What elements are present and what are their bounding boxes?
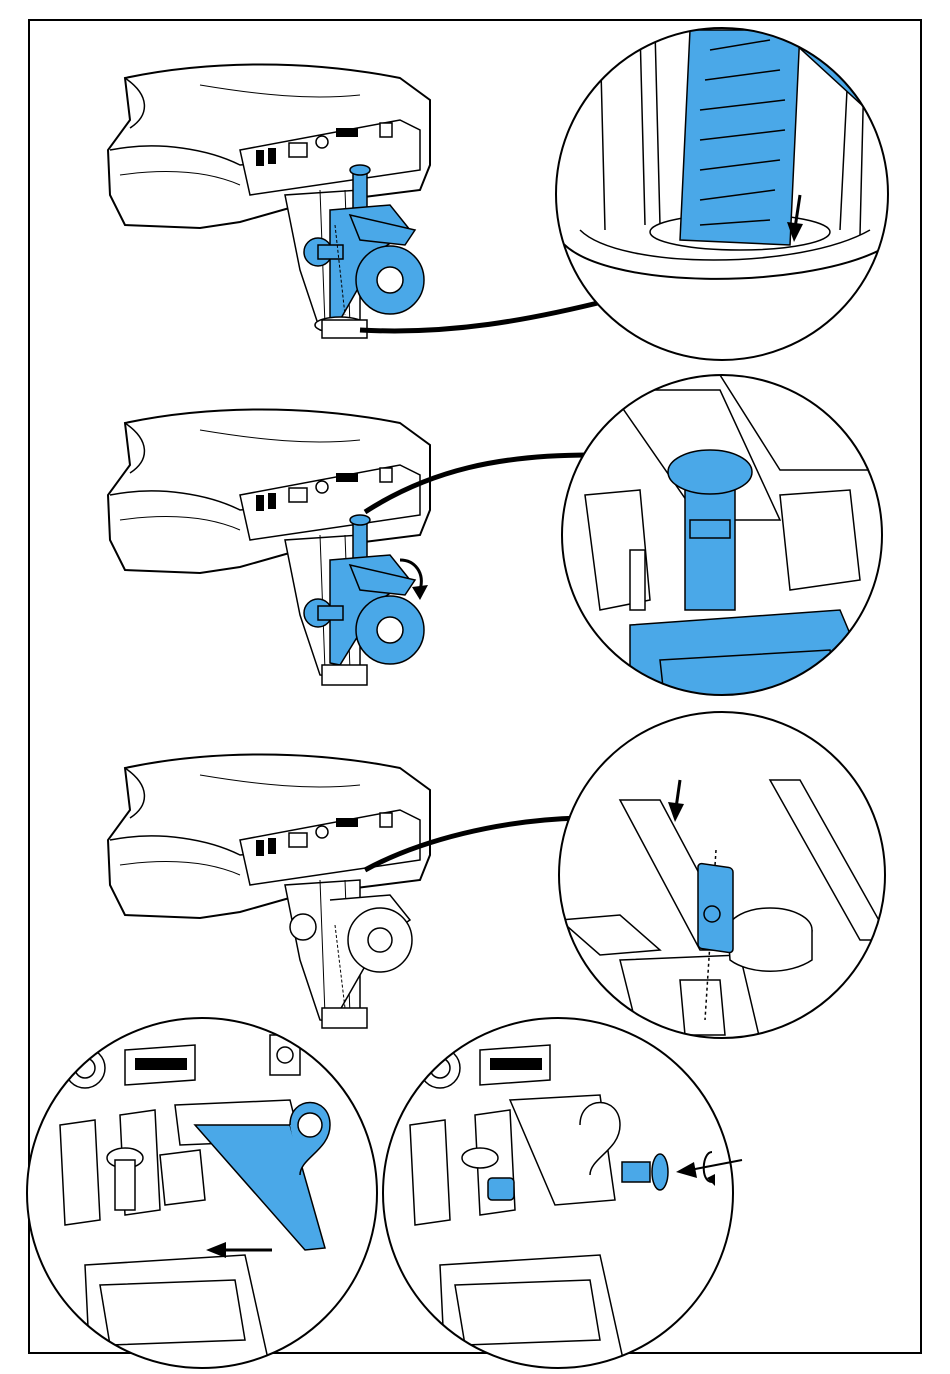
step-1-detail — [550, 20, 900, 370]
step-2-detail — [560, 375, 890, 705]
step-3-device — [108, 754, 430, 1028]
step-1-device — [108, 64, 430, 338]
step-4b-detail — [383, 1018, 742, 1368]
step-4a-detail — [27, 1018, 377, 1368]
step-3-detail — [555, 710, 890, 1045]
step-2-device — [108, 409, 430, 685]
